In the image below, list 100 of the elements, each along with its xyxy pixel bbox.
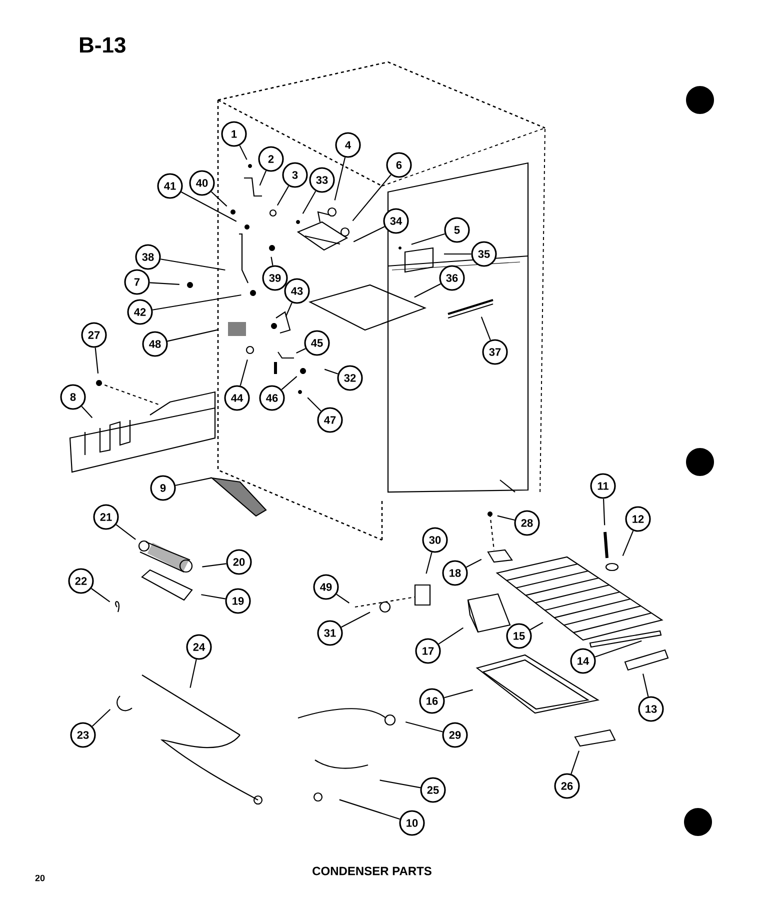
callout-number: 10 — [399, 810, 425, 836]
leader-line — [480, 316, 491, 340]
callout-number: 31 — [317, 620, 343, 646]
callout-number: 23 — [70, 722, 96, 748]
callout-number: 44 — [224, 385, 250, 411]
callout-number: 26 — [554, 773, 580, 799]
callout-number: 40 — [189, 170, 215, 196]
leader-line — [411, 233, 445, 245]
callout-number: 2 — [258, 146, 284, 172]
leader-line — [497, 515, 515, 521]
callout-number: 42 — [127, 299, 153, 325]
leader-line — [296, 348, 306, 354]
leader-line — [91, 588, 110, 602]
leader-line — [152, 294, 242, 310]
leader-line — [201, 594, 226, 600]
page-number: 20 — [35, 874, 45, 882]
callout-number: 5 — [444, 217, 470, 243]
leader-line — [94, 348, 99, 374]
leader-line — [281, 376, 298, 390]
callout-number: 7 — [124, 269, 150, 295]
callout-number: 13 — [638, 696, 664, 722]
leader-line — [530, 622, 544, 630]
leader-line — [92, 709, 111, 727]
callout-number: 24 — [186, 634, 212, 660]
callout-number: 9 — [150, 475, 176, 501]
leader-line — [270, 256, 274, 266]
leader-line — [202, 563, 226, 568]
callout-number: 30 — [422, 527, 448, 553]
callout-number: 38 — [135, 244, 161, 270]
leader-line — [642, 674, 649, 697]
leader-line — [444, 253, 472, 255]
leader-line — [339, 799, 400, 820]
callout-number: 43 — [284, 278, 310, 304]
callout-number: 19 — [225, 588, 251, 614]
callout-number: 15 — [506, 623, 532, 649]
callout-number: 36 — [439, 265, 465, 291]
callout-number: 12 — [625, 506, 651, 532]
callout-number: 20 — [226, 549, 252, 575]
leader-line — [302, 190, 316, 214]
leader-line — [259, 170, 267, 186]
leader-line — [466, 558, 482, 568]
leader-line — [622, 530, 634, 556]
leader-line — [414, 283, 441, 298]
callout-number: 1 — [221, 121, 247, 147]
callout-number: 45 — [304, 330, 330, 356]
callout-number: 3 — [282, 162, 308, 188]
leader-line — [307, 397, 322, 412]
callout-number: 22 — [68, 568, 94, 594]
leader-line — [150, 282, 180, 285]
callout-number: 14 — [570, 648, 596, 674]
callout-number: 16 — [419, 688, 445, 714]
leader-line — [334, 157, 346, 200]
leader-line — [594, 640, 642, 658]
leader-line — [380, 780, 421, 788]
leader-line — [190, 659, 197, 688]
leader-line — [324, 368, 338, 374]
callout-number: 28 — [514, 510, 540, 536]
callout-number: 39 — [262, 265, 288, 291]
leader-line — [353, 226, 385, 242]
leader-line — [240, 359, 248, 386]
leader-line — [81, 406, 93, 418]
callout-number: 25 — [420, 777, 446, 803]
callout-number: 33 — [309, 167, 335, 193]
leader-line — [116, 524, 136, 540]
leader-line — [175, 477, 212, 486]
leader-line — [426, 552, 432, 574]
callout-number: 18 — [442, 560, 468, 586]
leader-line — [285, 302, 292, 317]
callout-number: 29 — [442, 722, 468, 748]
callout-number: 48 — [142, 331, 168, 357]
callout-number: 6 — [386, 152, 412, 178]
leader-line — [239, 145, 248, 160]
callout-number: 41 — [157, 173, 183, 199]
callout-number: 27 — [81, 322, 107, 348]
callout-number: 47 — [317, 407, 343, 433]
page-title: B-13 — [80, 37, 126, 53]
leader-line — [210, 191, 228, 207]
callout-number: 17 — [415, 638, 441, 664]
callout-number: 32 — [337, 365, 363, 391]
leader-line — [438, 627, 464, 644]
callout-number: 11 — [590, 473, 616, 499]
leader-line — [276, 186, 290, 206]
callout-number: 8 — [60, 384, 86, 410]
leader-line — [352, 174, 392, 222]
caption: CONDENSER PARTS — [312, 866, 432, 876]
leader-line — [167, 329, 218, 342]
callout-number: 46 — [259, 385, 285, 411]
callout-number: 21 — [93, 504, 119, 530]
callout-number: 4 — [335, 132, 361, 158]
leader-line — [444, 689, 473, 698]
callout-number: 49 — [313, 574, 339, 600]
leader-line — [405, 721, 443, 732]
leader-line — [160, 258, 226, 271]
leader-line — [181, 192, 237, 222]
callout-number: 34 — [383, 208, 409, 234]
leader-line — [602, 498, 606, 526]
leader-line — [336, 594, 350, 604]
leader-line — [570, 750, 580, 774]
callout-number: 37 — [482, 339, 508, 365]
callout-number: 35 — [471, 241, 497, 267]
